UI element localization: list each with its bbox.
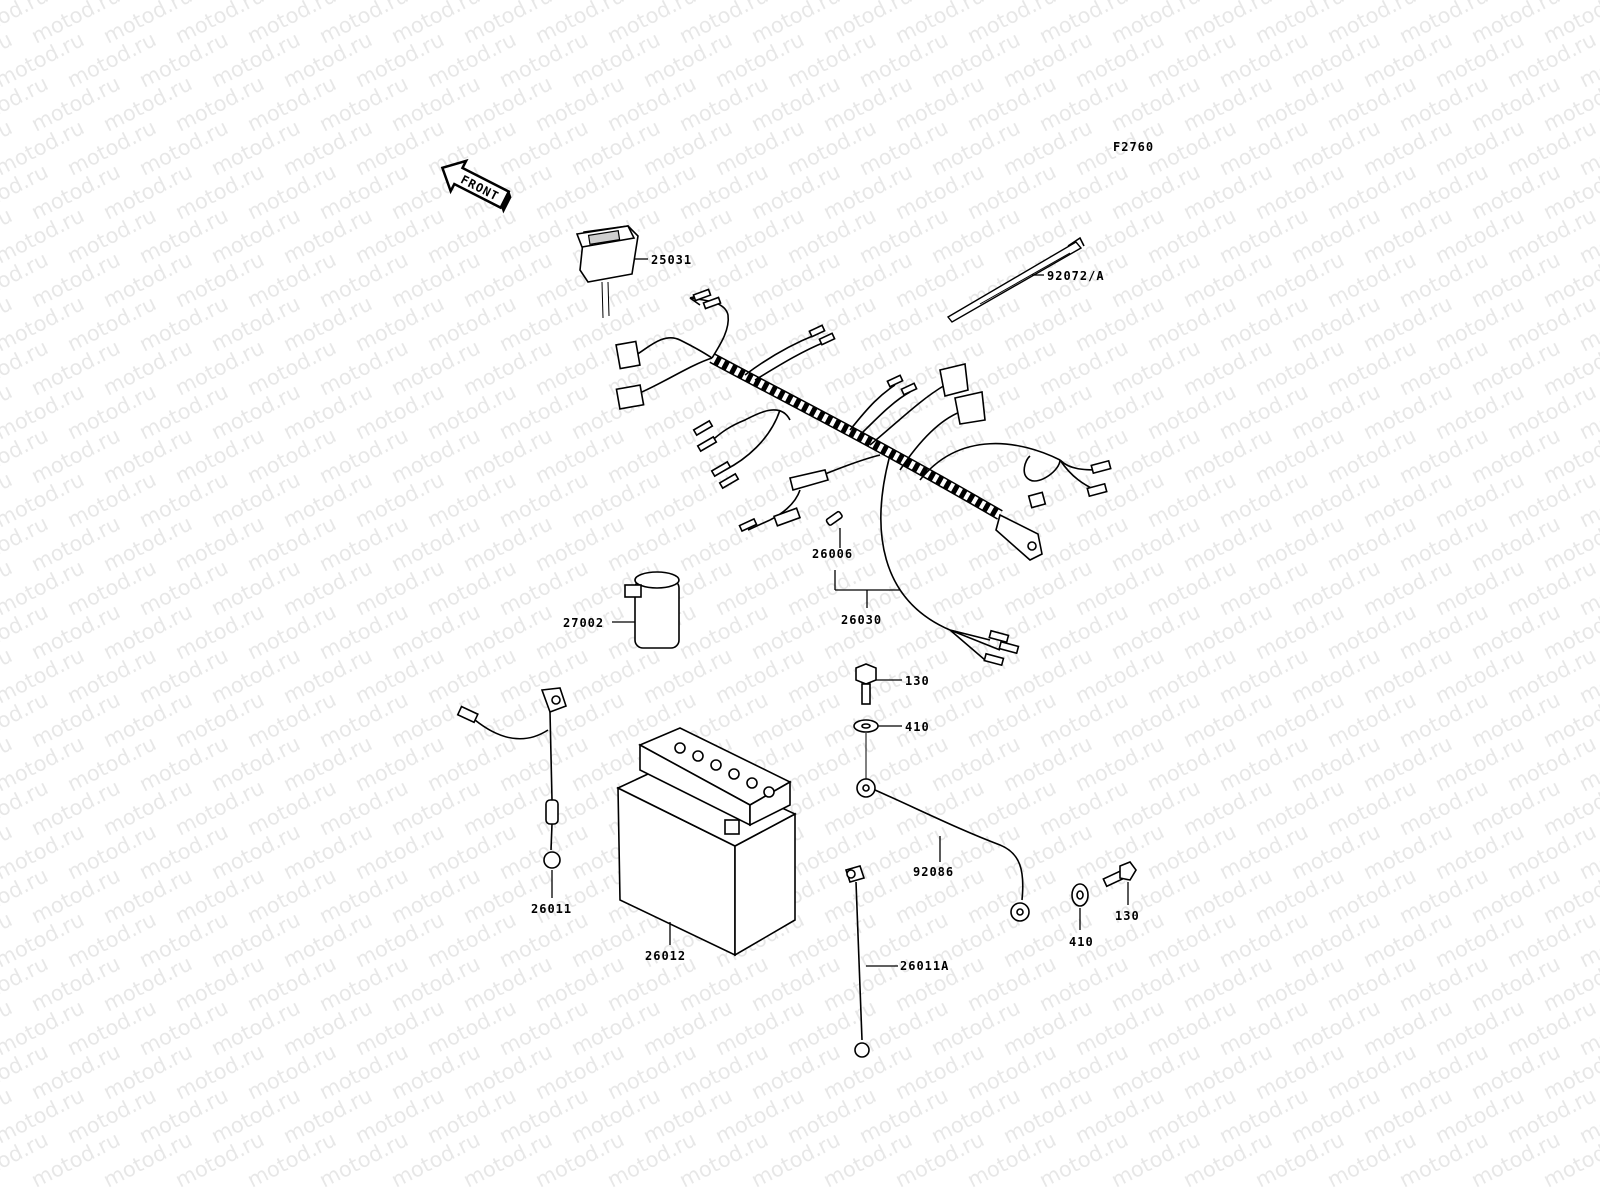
- part-number-labels: 25031 92072/A 26006 26030 27002 130 410 …: [531, 253, 1140, 973]
- label-130-bottom: 130: [1115, 909, 1140, 923]
- relay-27002: [612, 571, 680, 649]
- cable-92086: [856, 778, 1030, 922]
- watermark-text: motod.ru: [1575, 0, 1600, 4]
- label-92072: 92072/A: [1047, 269, 1105, 283]
- front-arrow-icon: FRONT: [440, 158, 512, 214]
- washer-410-bottom: [1071, 883, 1089, 930]
- label-26006: 26006: [812, 547, 853, 561]
- label-25031: 25031: [651, 253, 692, 267]
- label-26011A: 26011A: [900, 959, 949, 973]
- main-harness-26030: [615, 288, 1112, 667]
- bolt-130-bottom: [1102, 861, 1137, 905]
- label-26012: 26012: [645, 949, 686, 963]
- label-410-top: 410: [905, 720, 930, 734]
- label-26011: 26011: [531, 902, 572, 916]
- battery-26012: [616, 727, 797, 957]
- label-130-top: 130: [905, 674, 930, 688]
- cable-26011A: [844, 865, 898, 1058]
- bolt-130-top: [855, 663, 902, 705]
- hour-meter-25031: [575, 225, 648, 319]
- washer-410-top: [853, 719, 902, 780]
- figure-code: F2760: [1113, 140, 1154, 154]
- label-410-bottom: 410: [1069, 935, 1094, 949]
- battery-caps: [674, 742, 775, 798]
- label-26030: 26030: [841, 613, 882, 627]
- cable-tie-92072: [946, 236, 1085, 323]
- label-92086: 92086: [913, 865, 954, 879]
- cable-26011: [456, 687, 568, 898]
- label-27002: 27002: [563, 616, 604, 630]
- fuse-26006: [825, 510, 843, 548]
